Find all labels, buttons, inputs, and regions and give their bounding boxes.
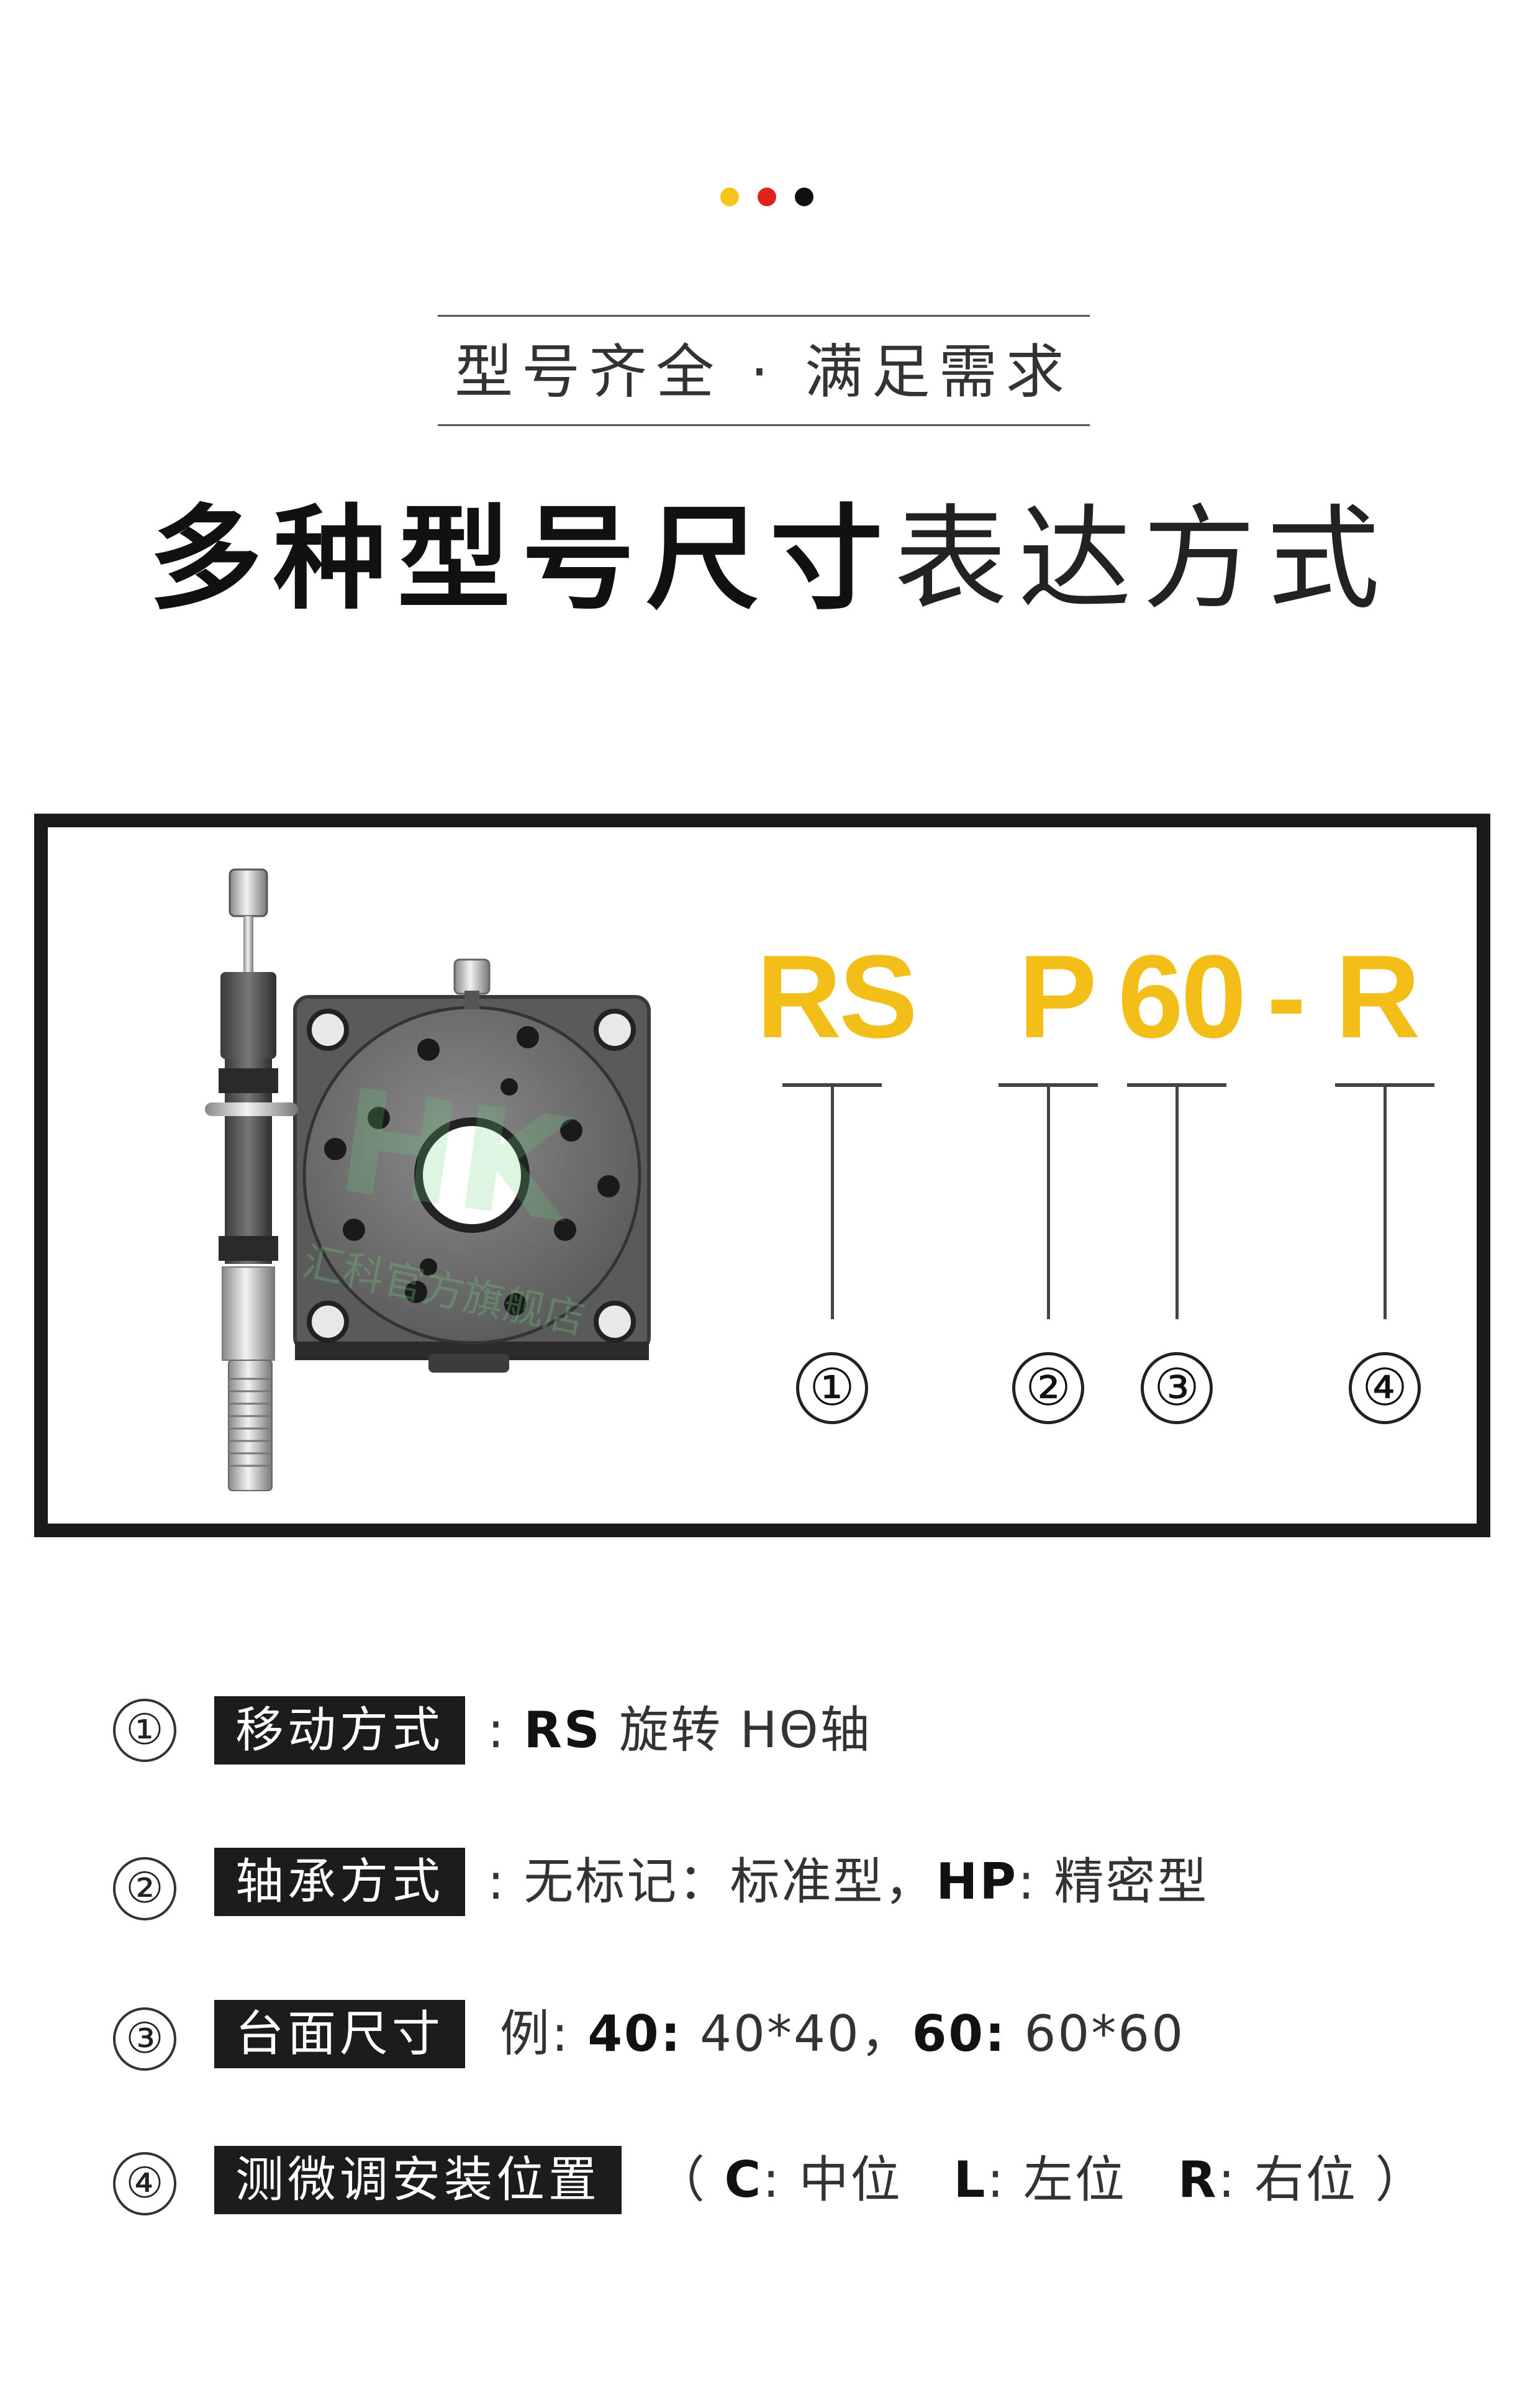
subtitle: 型号齐全 · 满足需求	[455, 338, 1073, 406]
connector-line-2	[1047, 1083, 1050, 1319]
code-dash: -	[1267, 931, 1306, 1063]
legend-desc-2: : 无标记：标准型，HP: 精密型	[487, 1853, 1209, 1910]
connector-line-3	[1175, 1083, 1179, 1319]
svg-text:HK: HK	[328, 1058, 584, 1255]
dot-red	[758, 188, 776, 206]
legend-tag-2: 轴承方式	[214, 1848, 466, 1916]
subtitle-rule-bottom	[438, 424, 1090, 426]
legend-tag-1: 移动方式	[214, 1696, 466, 1765]
legend-marker-1: ①	[113, 1699, 176, 1762]
page-title: 多种型号尺寸表达方式	[0, 491, 1540, 627]
legend-tag-3: 台面尺寸	[214, 2000, 466, 2068]
title-bold: 多种型号尺寸	[149, 493, 894, 625]
dot-yellow	[720, 188, 739, 206]
connector-line-1	[831, 1083, 834, 1319]
marker-4: ④	[1349, 1352, 1421, 1424]
legend-desc-3: 例: 40: 40*40，60: 60*60	[500, 2005, 1185, 2063]
marker-1: ①	[796, 1352, 868, 1424]
rotary-stage-image: HK 汇科官方旗舰店	[205, 868, 651, 1491]
subtitle-rule-top	[438, 315, 1090, 317]
marker-3: ③	[1141, 1352, 1213, 1424]
legend-marker-3: ③	[113, 2007, 176, 2071]
legend-desc-1: : RS 旋转 HΘ轴	[487, 1701, 872, 1759]
legend-marker-4: ④	[113, 2152, 176, 2215]
title-light: 表达方式	[894, 493, 1391, 625]
diagram-frame	[34, 814, 1490, 1537]
dot-black	[795, 188, 813, 206]
legend-marker-2: ②	[113, 1857, 176, 1920]
connector-line-4	[1384, 1083, 1387, 1319]
code-rs: RS	[756, 931, 918, 1063]
marker-2: ②	[1012, 1352, 1084, 1424]
code-r: R	[1335, 931, 1420, 1063]
legend-desc-4: （ C: 中位 L: 左位 R: 右位 ）	[655, 2151, 1427, 2209]
code-p: P	[1018, 931, 1097, 1063]
code-60: 60	[1118, 931, 1246, 1063]
legend-tag-4: 测微调安装位置	[214, 2146, 622, 2214]
